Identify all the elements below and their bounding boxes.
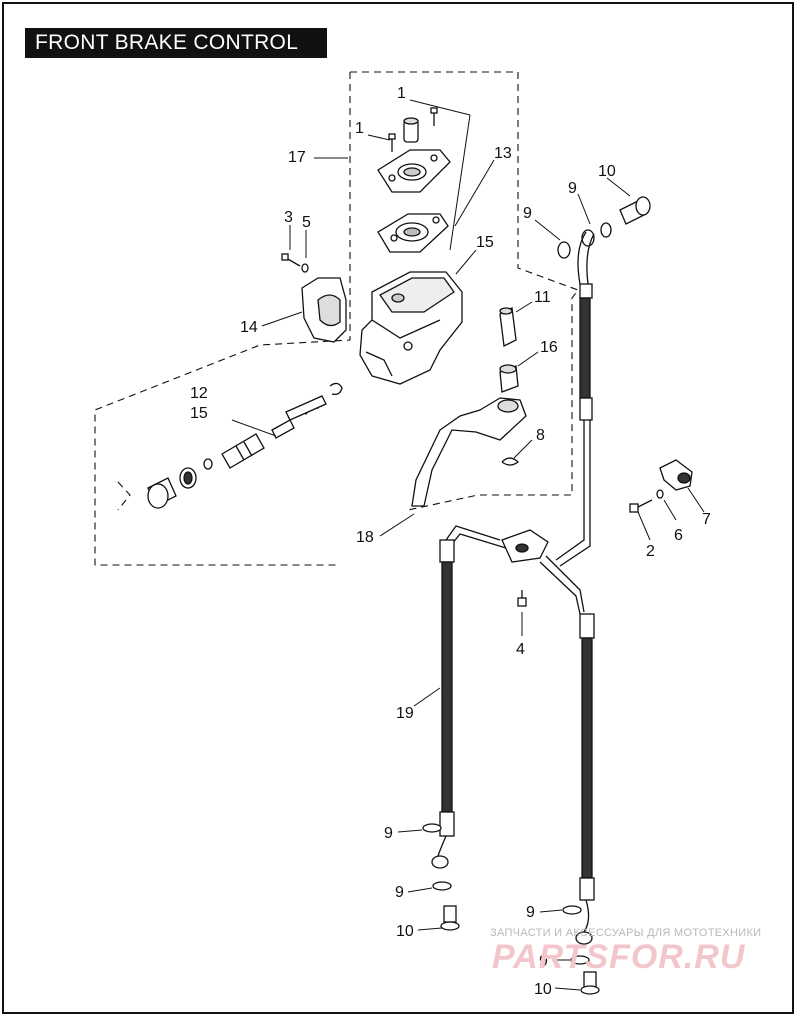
sight-plug [403, 117, 419, 143]
callout-11: 11 [534, 289, 551, 306]
callout-3: 3 [284, 209, 293, 226]
callout-7: 7 [702, 511, 711, 528]
right-brake-hose [575, 613, 595, 945]
callout-15: 15 [190, 405, 208, 422]
callout-13: 13 [494, 145, 512, 162]
cover-screw [388, 107, 438, 152]
callout-labels: 1 1 17 13 10 9 9 3 5 15 11 14 16 12 15 8… [190, 85, 711, 998]
tee-bolt [517, 590, 527, 607]
brake-lever [411, 397, 527, 507]
top-banjo-hardware [557, 196, 651, 285]
watermark-logo: PARTSFOR.RU [492, 938, 746, 976]
callout-9: 9 [523, 205, 532, 222]
pivot-pin [499, 307, 517, 347]
upper-brake-line [555, 283, 593, 567]
callout-6: 6 [674, 527, 683, 544]
callout-17: 17 [288, 149, 306, 166]
leader-lines [231, 99, 705, 991]
callout-9: 9 [526, 904, 535, 921]
callout-1: 1 [397, 85, 406, 102]
callout-12: 12 [190, 385, 208, 402]
watermark-tagline: ЗАПЧАСТИ И АКСЕССУАРЫ ДЛЯ МОТОТЕХНИКИ [490, 927, 762, 939]
callout-9: 9 [568, 180, 577, 197]
callout-9: 9 [539, 953, 548, 970]
callout-10: 10 [396, 923, 414, 940]
callout-9: 9 [395, 884, 404, 901]
reservoir-diaphragm [377, 213, 449, 253]
callout-8: 8 [536, 427, 545, 444]
master-cylinder-body [359, 271, 463, 385]
reservoir-cover [377, 149, 451, 193]
callout-19: 19 [396, 705, 414, 722]
piston-assembly [147, 382, 343, 509]
assembly-dashed-outline [94, 71, 579, 566]
left-brake-hose [431, 539, 455, 869]
switch-clamp [629, 459, 693, 513]
callout-4: 4 [516, 641, 525, 658]
clamp-screw [281, 253, 309, 273]
callout-2: 2 [646, 543, 655, 560]
callout-15: 15 [476, 234, 494, 251]
callout-1: 1 [355, 120, 364, 137]
page-title: FRONT BRAKE CONTROL [25, 28, 327, 58]
bottom-hardware [422, 823, 600, 995]
callout-14: 14 [240, 319, 258, 336]
handlebar-clamp [301, 277, 347, 343]
callout-10: 10 [598, 163, 616, 180]
callout-18: 18 [356, 529, 374, 546]
retaining-clip [501, 457, 519, 466]
pivot-bushing [499, 364, 519, 393]
callout-16: 16 [540, 339, 558, 356]
callout-5: 5 [302, 214, 311, 231]
callout-10: 10 [534, 981, 552, 998]
callout-9: 9 [384, 825, 393, 842]
brake-line-tee [445, 525, 585, 615]
